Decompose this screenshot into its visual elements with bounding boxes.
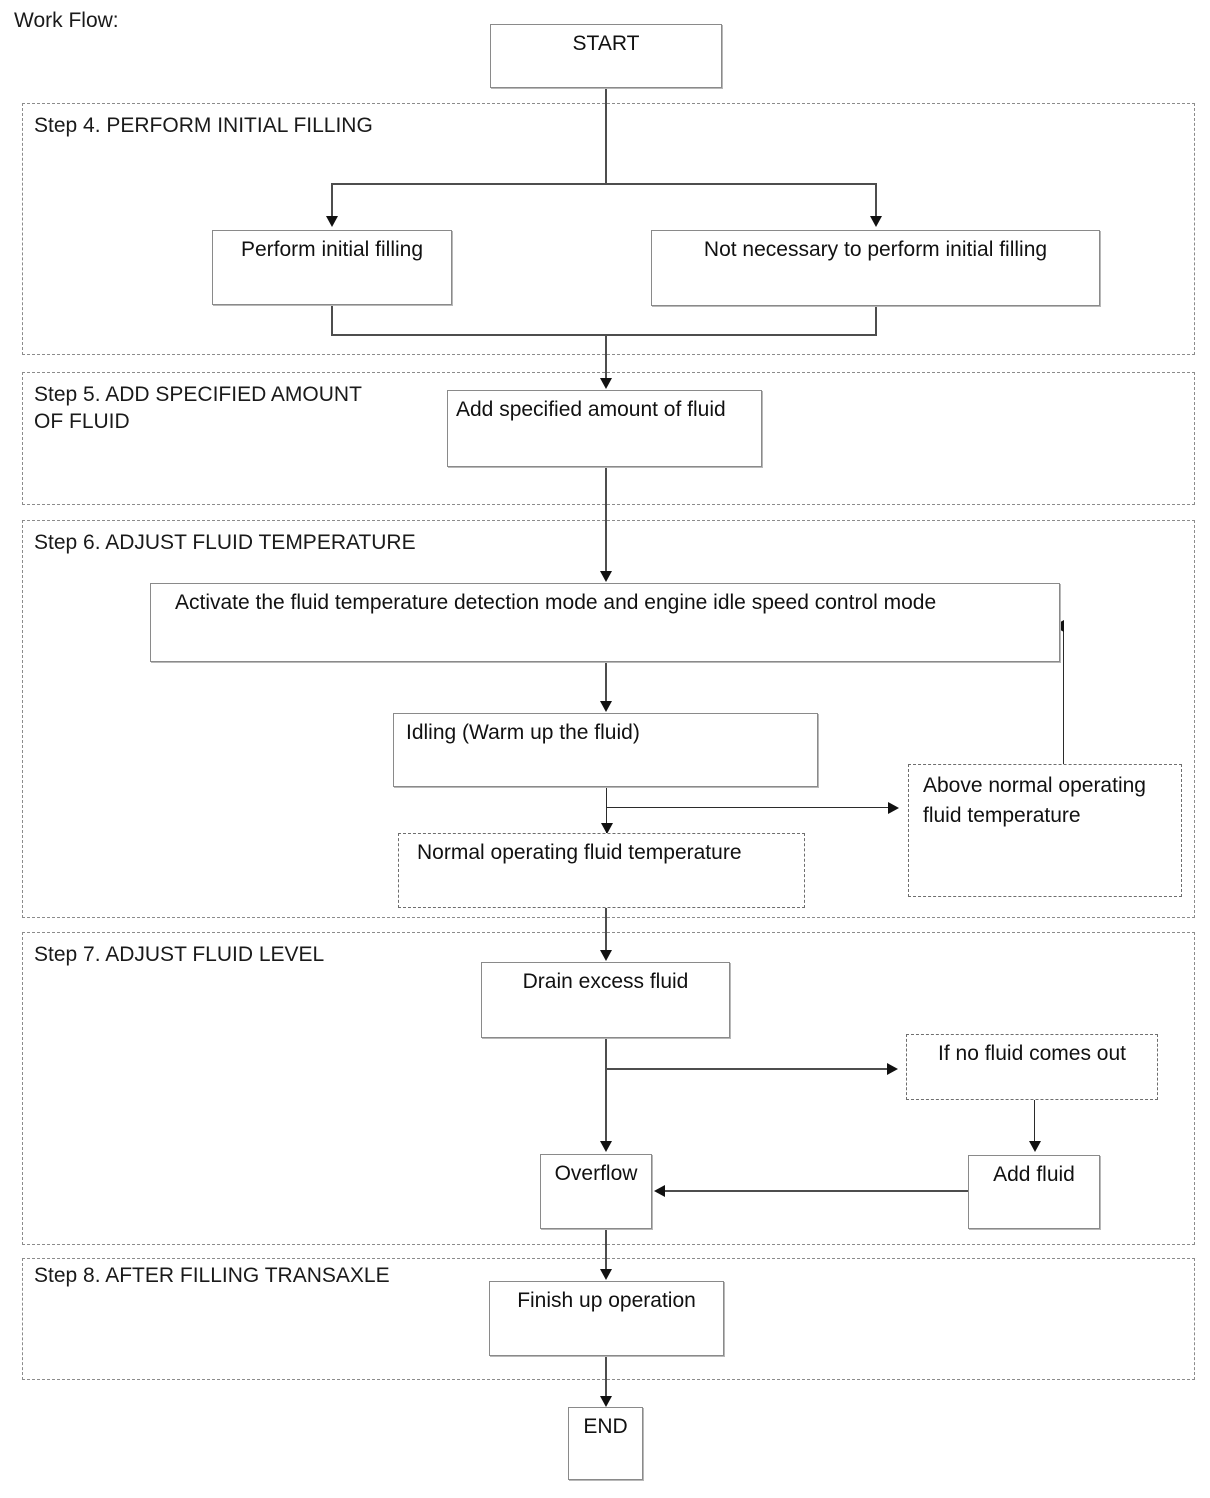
node-finish-up-operation-label: Finish up operation: [517, 1289, 696, 1312]
connector-overflow-to-finish: [605, 1229, 607, 1274]
node-normal-operating-fluid-temperature[interactable]: Normal operating fluid temperature: [398, 833, 805, 908]
arrowhead-normal-operating-fluid-temperature: [601, 823, 613, 834]
page-title: Work Flow:: [14, 9, 119, 32]
node-not-necessary-initial-filling[interactable]: Not necessary to perform initial filling: [651, 230, 1100, 306]
node-above-normal-operating-fluid-temperature-label: Above normal operating fluid temperature: [923, 774, 1146, 827]
connector-activate-to-idling: [605, 662, 607, 706]
node-idling-warm-up-label: Idling (Warm up the fluid): [406, 721, 640, 744]
step-group-label-step-6: Step 6. ADJUST FLUID TEMPERATURE: [34, 531, 416, 554]
node-activate-detection-mode[interactable]: Activate the fluid temperature detection…: [150, 583, 1060, 662]
arrowhead-drain-excess-fluid: [600, 950, 612, 961]
node-end[interactable]: END: [568, 1407, 643, 1480]
arrowhead-above-normal-operating-fluid-temperature: [888, 802, 899, 814]
step-group-step-8: [22, 1258, 1195, 1380]
step-group-label-step-5: Step 5. ADD SPECIFIED AMOUNT OF FLUID: [34, 383, 362, 433]
node-if-no-fluid-comes-out[interactable]: If no fluid comes out: [906, 1034, 1158, 1100]
node-add-fluid-label: Add fluid: [993, 1163, 1075, 1186]
step-group-step-7: [22, 932, 1195, 1245]
connector-split-right-down: [875, 183, 877, 219]
connector-add-fluid-to-activate: [605, 467, 607, 575]
arrowhead-if-no-fluid-comes-out: [887, 1063, 898, 1075]
connector-normal-operating-to-drain: [605, 908, 607, 956]
step-group-label-step-4: Step 4. PERFORM INITIAL FILLING: [34, 114, 373, 137]
step-group-step-4: [22, 103, 1195, 355]
arrowhead-add-specified-amount-of-fluid: [600, 378, 612, 389]
connector-finish-to-end: [605, 1356, 607, 1403]
node-if-no-fluid-comes-out-label: If no fluid comes out: [938, 1042, 1126, 1065]
node-perform-initial-filling-label: Perform initial filling: [240, 238, 424, 261]
node-start[interactable]: START: [490, 24, 722, 88]
node-above-normal-operating-fluid-temperature[interactable]: Above normal operating fluid temperature: [908, 764, 1182, 897]
connector-if-no-fluid-to-add-fluid: [1034, 1100, 1035, 1145]
connector-above-normal-feedback-up: [1063, 625, 1064, 765]
node-start-label: START: [572, 32, 640, 55]
arrowhead-add-fluid: [1029, 1141, 1041, 1152]
connector-split-left-down: [331, 183, 333, 219]
connector-add-fluid-to-overflow: [663, 1190, 970, 1192]
node-add-fluid[interactable]: Add fluid: [968, 1155, 1100, 1229]
connector-drain-down: [605, 1038, 607, 1146]
connector-split-bar-step4: [331, 183, 877, 185]
arrowhead-overflow: [600, 1141, 612, 1152]
node-finish-up-operation[interactable]: Finish up operation: [489, 1281, 724, 1356]
arrowhead-perform-initial-filling: [326, 216, 338, 227]
node-drain-excess-fluid[interactable]: Drain excess fluid: [481, 962, 730, 1038]
step-group-step-5: [22, 372, 1195, 505]
connector-drain-to-if-no-fluid: [605, 1068, 890, 1070]
node-not-necessary-initial-filling-label: Not necessary to perform initial filling: [703, 238, 1048, 261]
connector-merge-bar-step4: [331, 334, 877, 336]
step-group-label-step-8: Step 8. AFTER FILLING TRANSAXLE: [34, 1264, 390, 1287]
arrowhead-finish-up-operation: [600, 1269, 612, 1280]
connector-merge-to-add-fluid-amount: [605, 334, 607, 382]
arrowhead-idling-warm-up: [600, 701, 612, 712]
node-perform-initial-filling[interactable]: Perform initial filling: [212, 230, 452, 305]
connector-not-necessary-down: [875, 306, 877, 336]
node-overflow[interactable]: Overflow: [540, 1154, 652, 1229]
node-activate-detection-mode-label: Activate the fluid temperature detection…: [175, 591, 937, 614]
connector-start-down: [605, 88, 607, 184]
connector-idling-to-above-normal: [606, 807, 891, 808]
node-drain-excess-fluid-label: Drain excess fluid: [522, 970, 689, 993]
arrowhead-end: [600, 1396, 612, 1407]
connector-perform-initial-filling-down: [331, 305, 333, 336]
node-end-label: END: [583, 1415, 628, 1438]
step-group-label-step-7: Step 7. ADJUST FLUID LEVEL: [34, 943, 325, 966]
arrowhead-activate-detection-mode: [600, 571, 612, 582]
connector-idling-down: [606, 787, 607, 839]
node-add-specified-amount-of-fluid-label: Add specified amount of fluid: [456, 398, 726, 421]
node-idling-warm-up[interactable]: Idling (Warm up the fluid): [393, 713, 818, 787]
arrowhead-not-necessary-initial-filling: [870, 216, 882, 227]
node-normal-operating-fluid-temperature-label: Normal operating fluid temperature: [417, 841, 742, 864]
node-overflow-label: Overflow: [554, 1162, 638, 1185]
arrowhead-overflow-from-add-fluid: [654, 1185, 665, 1197]
step-group-step-6: [22, 520, 1195, 918]
node-add-specified-amount-of-fluid[interactable]: Add specified amount of fluid: [447, 390, 762, 467]
